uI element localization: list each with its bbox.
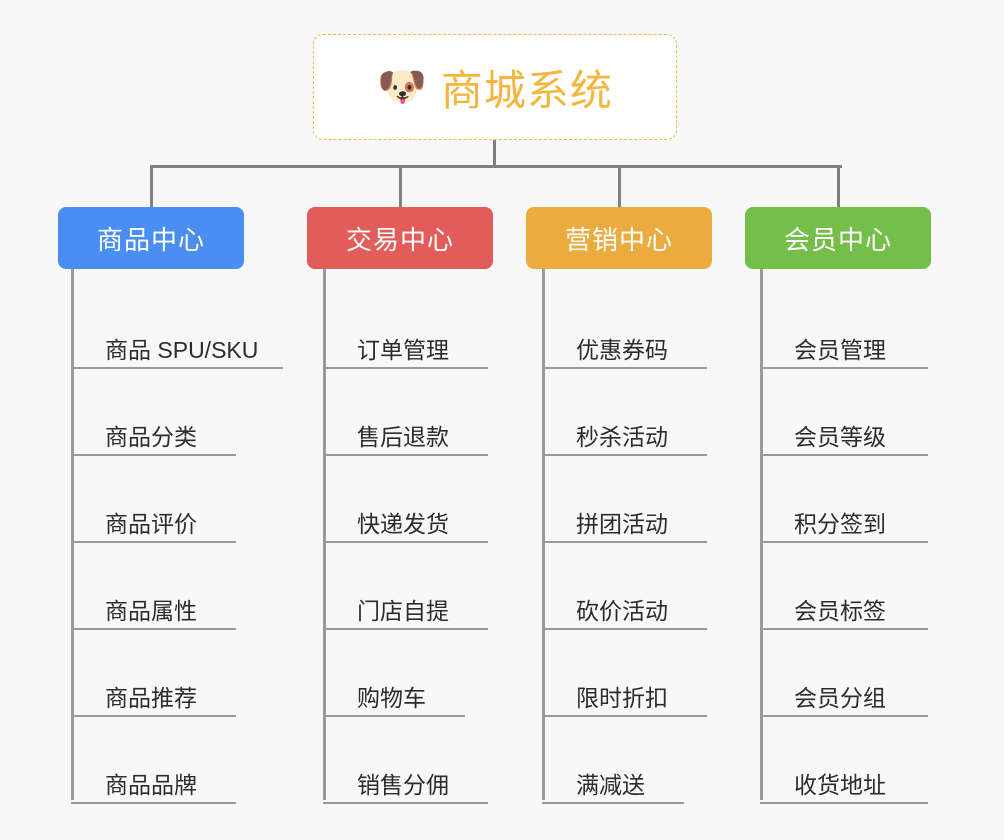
category-box-2[interactable]: 交易中心 xyxy=(307,207,493,269)
leaf-item[interactable]: 砍价活动 xyxy=(542,543,707,630)
leaf-item[interactable]: 优惠券码 xyxy=(542,282,707,369)
leaf-item[interactable]: 订单管理 xyxy=(323,282,488,369)
leaf-item-label: 会员标签 xyxy=(794,597,886,624)
leaf-item-label: 限时折扣 xyxy=(576,684,668,711)
category-stem-line xyxy=(323,269,326,282)
leaf-item[interactable]: 积分签到 xyxy=(760,456,928,543)
leaf-item-label: 积分签到 xyxy=(794,510,886,537)
shiba-dog-face-icon: 🐶 xyxy=(377,65,427,109)
leaf-item[interactable]: 商品 SPU/SKU xyxy=(71,282,283,369)
leaf-item-label: 商品属性 xyxy=(105,597,197,624)
category-box-3[interactable]: 营销中心 xyxy=(526,207,712,269)
leaf-item-label: 商品评价 xyxy=(105,510,197,537)
leaf-item-label: 快递发货 xyxy=(357,510,449,537)
leaf-item[interactable]: 售后退款 xyxy=(323,369,488,456)
leaf-item-label: 购物车 xyxy=(357,684,426,711)
leaf-item[interactable]: 商品推荐 xyxy=(71,630,236,717)
category-box-label: 会员中心 xyxy=(783,224,892,255)
root-node-title: 商城系统 xyxy=(440,66,613,114)
leaf-item-label: 商品推荐 xyxy=(105,684,197,711)
leaf-item-label: 售后退款 xyxy=(357,423,449,450)
leaf-item[interactable]: 商品评价 xyxy=(71,456,236,543)
leaf-item[interactable]: 会员分组 xyxy=(760,630,928,717)
category-box-4[interactable]: 会员中心 xyxy=(745,207,931,269)
leaf-item-label: 商品品牌 xyxy=(105,771,197,798)
category-stem-line xyxy=(760,269,763,282)
leaf-item[interactable]: 商品属性 xyxy=(71,543,236,630)
leaf-item[interactable]: 会员管理 xyxy=(760,282,928,369)
leaf-item[interactable]: 商品品牌 xyxy=(71,717,236,804)
leaf-item-label: 秒杀活动 xyxy=(576,423,668,450)
leaf-item-label: 会员管理 xyxy=(794,336,886,363)
leaf-item-label: 商品 SPU/SKU xyxy=(105,336,259,363)
leaf-item[interactable]: 快递发货 xyxy=(323,456,488,543)
leaf-item-label: 拼团活动 xyxy=(576,510,668,537)
leaf-item[interactable]: 商品分类 xyxy=(71,369,236,456)
branch-drop-line xyxy=(837,165,840,207)
category-stem-line xyxy=(542,269,545,282)
category-box-label: 交易中心 xyxy=(345,224,454,255)
root-node-shop-system[interactable]: 🐶 商城系统 xyxy=(313,34,677,140)
leaf-item-label: 销售分佣 xyxy=(357,771,449,798)
leaf-item[interactable]: 会员等级 xyxy=(760,369,928,456)
leaf-item[interactable]: 限时折扣 xyxy=(542,630,707,717)
branch-drop-line xyxy=(618,165,621,207)
leaf-item[interactable]: 满减送 xyxy=(542,717,684,804)
branch-bus-line xyxy=(150,165,842,168)
category-box-1[interactable]: 商品中心 xyxy=(58,207,244,269)
leaf-item[interactable]: 收货地址 xyxy=(760,717,928,804)
leaf-item-label: 会员等级 xyxy=(794,423,886,450)
leaf-item-label: 满减送 xyxy=(576,771,645,798)
leaf-item-label: 收货地址 xyxy=(794,771,886,798)
branch-drop-line xyxy=(150,165,153,207)
category-box-label: 营销中心 xyxy=(564,224,673,255)
root-stem-line xyxy=(493,140,496,168)
leaf-item[interactable]: 门店自提 xyxy=(323,543,488,630)
leaf-item-label: 订单管理 xyxy=(357,336,449,363)
leaf-item-label: 砍价活动 xyxy=(576,597,668,624)
leaf-item[interactable]: 购物车 xyxy=(323,630,465,717)
leaf-item[interactable]: 拼团活动 xyxy=(542,456,707,543)
leaf-item-label: 门店自提 xyxy=(357,597,449,624)
category-box-label: 商品中心 xyxy=(96,224,205,255)
leaf-item-label: 会员分组 xyxy=(794,684,886,711)
leaf-item[interactable]: 会员标签 xyxy=(760,543,928,630)
branch-drop-line xyxy=(399,165,402,207)
leaf-item-label: 优惠券码 xyxy=(576,336,668,363)
leaf-item[interactable]: 秒杀活动 xyxy=(542,369,707,456)
category-stem-line xyxy=(71,269,74,282)
leaf-item-label: 商品分类 xyxy=(105,423,197,450)
leaf-item[interactable]: 销售分佣 xyxy=(323,717,488,804)
